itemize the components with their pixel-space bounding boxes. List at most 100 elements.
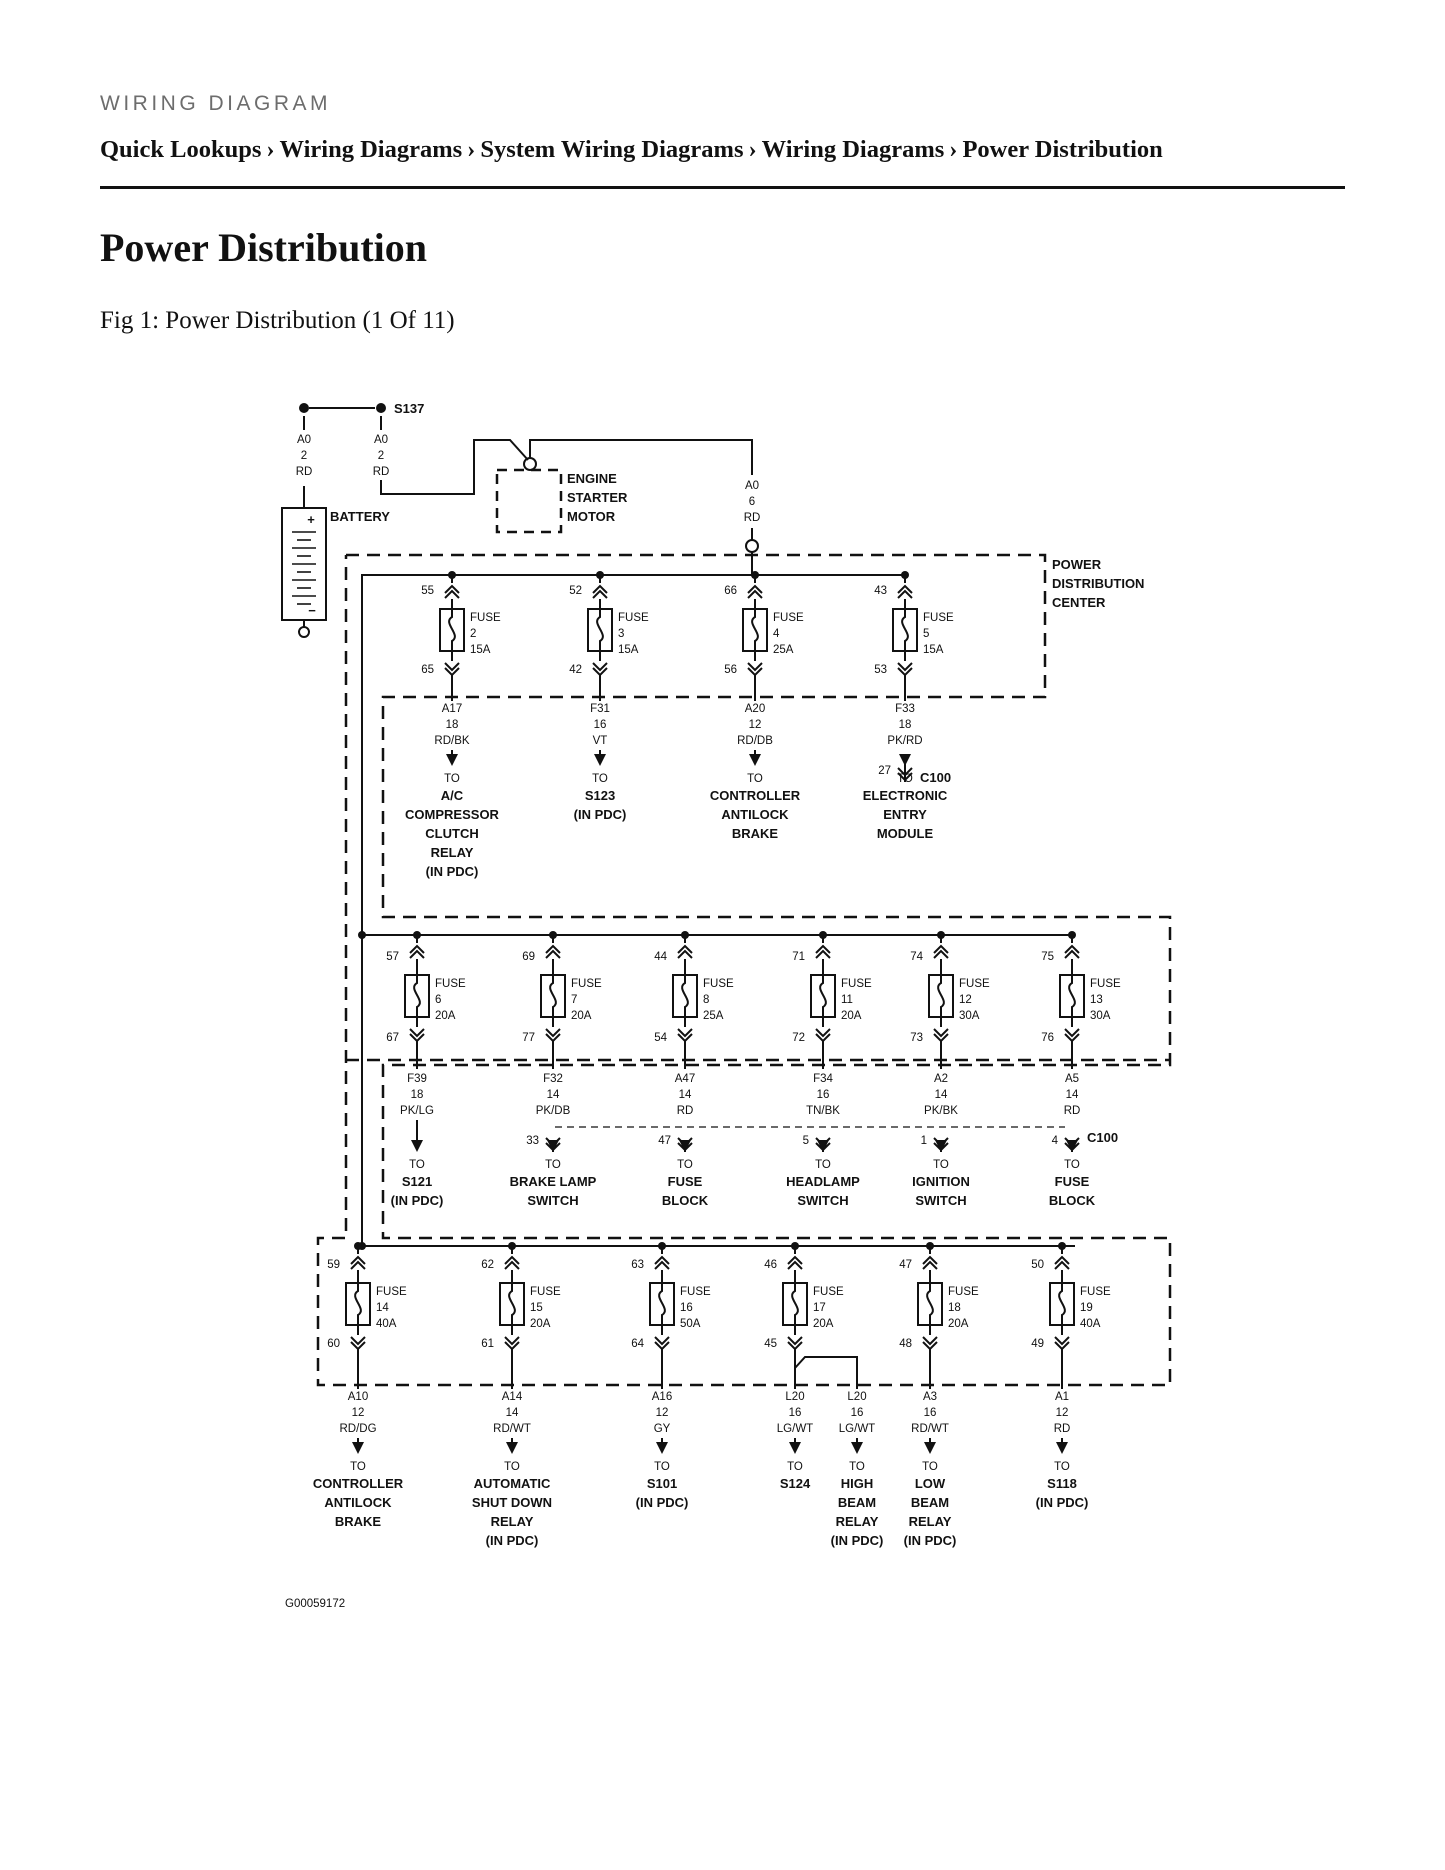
fuse-element <box>926 1283 934 1325</box>
destination-label: BRAKE <box>732 826 779 841</box>
wire-color: LG/WT <box>777 1423 813 1435</box>
connector-c100-label-row1: C100 <box>920 770 951 785</box>
fuse-input-pin: 44 <box>654 951 667 963</box>
arrow-head <box>656 1442 668 1454</box>
fuse-name: FUSE <box>948 1286 979 1298</box>
fuse-rating: 20A <box>530 1318 551 1330</box>
destination-to: TO <box>654 1461 670 1473</box>
fuse-output-pin: 45 <box>764 1338 777 1350</box>
fuse-input-pin: 62 <box>481 1259 494 1271</box>
connector-chevron <box>350 1260 366 1270</box>
fuse-input-pin: 69 <box>522 951 535 963</box>
connector-chevron <box>1064 944 1080 954</box>
destination-to: TO <box>592 773 608 785</box>
connector-c100-label-row2: C100 <box>1087 1130 1118 1145</box>
branch-wire-circuit: L20 <box>847 1391 866 1403</box>
connector-chevron <box>654 1336 670 1346</box>
fuse-element <box>937 975 945 1017</box>
wire-circuit-code: L20 <box>785 1391 804 1403</box>
breadcrumb-item-system-wiring-diagrams[interactable]: System Wiring Diagrams <box>480 136 744 163</box>
splice-wire-gauge: 2 <box>378 450 384 462</box>
wire-color: GY <box>654 1423 671 1435</box>
fuse-rating: 40A <box>376 1318 397 1330</box>
fuse-output-pin: 73 <box>910 1032 923 1044</box>
pdc-feed-terminal <box>745 539 759 553</box>
fuse-number: 3 <box>618 628 624 640</box>
destination-label: S118 <box>1047 1476 1077 1491</box>
breadcrumb-item-wiring-diagrams-2[interactable]: Wiring Diagrams <box>761 136 945 163</box>
destination-label: S101 <box>647 1476 677 1491</box>
fuse-rating: 15A <box>618 644 639 656</box>
breadcrumb-separator: › <box>949 136 958 163</box>
connector-chevron <box>545 949 561 959</box>
fuse-output-pin: 64 <box>631 1338 644 1350</box>
wire-gauge: 18 <box>899 719 912 731</box>
connector-chevron <box>677 1028 693 1038</box>
battery-wire-color: RD <box>296 466 313 478</box>
destination-label: ANTILOCK <box>721 807 789 822</box>
header-divider <box>100 186 1345 189</box>
fuse-rating: 20A <box>841 1010 862 1022</box>
arrow-head <box>935 1140 947 1152</box>
fuse-name: FUSE <box>703 978 734 990</box>
branch-wire-gauge: 16 <box>851 1407 864 1419</box>
page-title: Power Distribution <box>100 225 428 270</box>
destination-label: CLUTCH <box>425 826 478 841</box>
destination-label: (IN PDC) <box>574 807 627 822</box>
breadcrumb-item-wiring-diagrams[interactable]: Wiring Diagrams <box>279 136 463 163</box>
wire-gauge: 14 <box>506 1407 519 1419</box>
fuse-input-pin: 52 <box>569 585 582 597</box>
destination-label: (IN PDC) <box>636 1495 689 1510</box>
fuse-rating: 15A <box>923 644 944 656</box>
destination-label: (IN PDC) <box>1036 1495 1089 1510</box>
connector-chevron <box>922 1336 938 1346</box>
branch-destination-label: HIGH <box>841 1476 874 1491</box>
wire-circuit-code: F39 <box>407 1073 427 1085</box>
battery-terminal-dot <box>299 403 309 413</box>
fuse-output-pin: 76 <box>1041 1032 1054 1044</box>
arrow-head <box>411 1140 423 1152</box>
wire-circuit-code: A5 <box>1065 1073 1079 1085</box>
destination-label: COMPRESSOR <box>405 807 500 822</box>
connector-chevron <box>592 662 608 672</box>
fuse-output-pin: 54 <box>654 1032 667 1044</box>
destination-label: AUTOMATIC <box>474 1476 551 1491</box>
destination-to: TO <box>787 1461 803 1473</box>
branch-destination-label: (IN PDC) <box>831 1533 884 1548</box>
connector-chevron <box>654 1255 670 1265</box>
fuse-number: 18 <box>948 1302 961 1314</box>
destination-label: LOW <box>915 1476 946 1491</box>
wire-circuit-code: A16 <box>652 1391 672 1403</box>
destination-to: TO <box>545 1159 561 1171</box>
fuse-rating: 20A <box>571 1010 592 1022</box>
connector-chevron <box>654 1260 670 1270</box>
connector-chevron <box>897 589 913 599</box>
destination-to: TO <box>747 773 763 785</box>
battery-wire-circuit: A0 <box>297 434 311 446</box>
connector-chevron <box>350 1255 366 1265</box>
fuse-name: FUSE <box>571 978 602 990</box>
wire-color: RD/BK <box>434 735 469 747</box>
fuse-number: 11 <box>841 994 853 1006</box>
fuse-number: 4 <box>773 628 780 640</box>
arrow-head <box>924 1442 936 1454</box>
breadcrumb-item-quick-lookups[interactable]: Quick Lookups <box>100 136 262 163</box>
arrow-head <box>899 754 911 766</box>
connector-chevron <box>504 1260 520 1270</box>
connector-chevron <box>933 944 949 954</box>
fuse-rating: 40A <box>1080 1318 1101 1330</box>
breadcrumb: Quick Lookups›Wiring Diagrams›System Wir… <box>100 136 1345 164</box>
breadcrumb-item-power-distribution[interactable]: Power Distribution <box>962 136 1163 163</box>
starter-label-line2: STARTER <box>567 490 628 505</box>
fuse-number: 16 <box>680 1302 693 1314</box>
arrow-head <box>789 1442 801 1454</box>
fuse-rating: 30A <box>1090 1010 1111 1022</box>
wire-circuit-code: A2 <box>934 1073 948 1085</box>
fuse-name: FUSE <box>680 1286 711 1298</box>
arrow-head <box>594 754 606 766</box>
branch-destination-label: RELAY <box>836 1514 879 1529</box>
splice-s137-label: S137 <box>394 401 424 416</box>
fuse-output-pin: 56 <box>724 664 737 676</box>
fuse-name: FUSE <box>959 978 990 990</box>
